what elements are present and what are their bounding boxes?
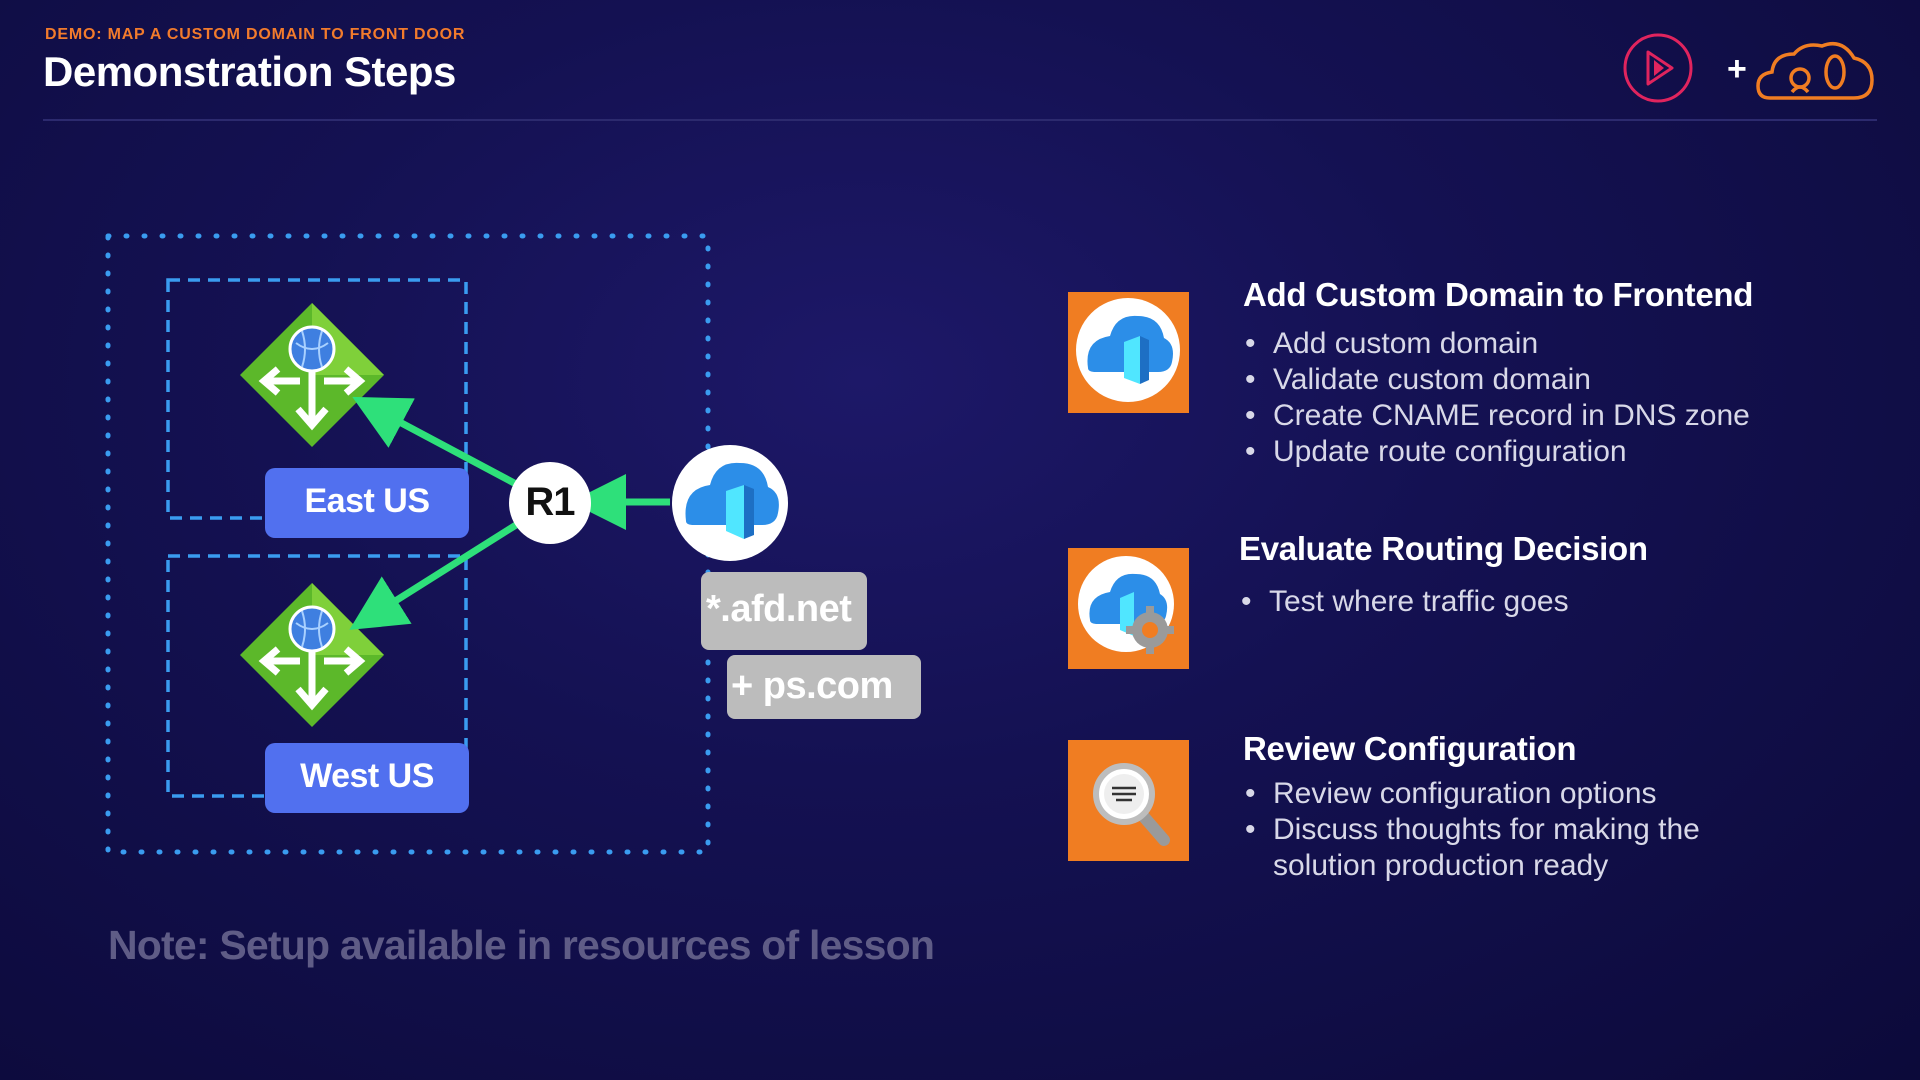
bullet-item: Create CNAME record in DNS zone: [1243, 398, 1750, 434]
step-bullets: Add custom domain Validate custom domain…: [1243, 326, 1750, 470]
east-us-label: East US: [304, 482, 431, 520]
bullet-item: Discuss thoughts for making the: [1243, 812, 1700, 848]
page-title: Demonstration Steps: [43, 48, 456, 95]
plus-sign: +: [1727, 50, 1747, 88]
setup-note: Note: Setup available in resources of le…: [108, 922, 935, 968]
step-title: Evaluate Routing Decision: [1239, 530, 1648, 567]
step-review-configuration: Review Configuration Review configuratio…: [1068, 730, 1868, 910]
west-us-label: West US: [300, 757, 434, 795]
bullet-item: Review configuration options: [1243, 776, 1700, 812]
router-label: R1: [525, 480, 575, 524]
front-door-settings-icon: [1068, 548, 1189, 669]
west-us-pill: [265, 743, 469, 813]
front-door-icon: [672, 445, 788, 561]
east-us-app-gateway-icon: [240, 303, 384, 447]
east-us-pill: [265, 468, 469, 538]
arrow-r1-to-west: [349, 522, 518, 630]
magnifier-icon: [1068, 740, 1189, 861]
bullet-item-continuation: solution production ready: [1273, 849, 1609, 882]
bullet-item: Validate custom domain: [1243, 362, 1750, 398]
step-title: Add Custom Domain to Frontend: [1243, 276, 1754, 313]
custom-domain-tag: [727, 655, 921, 719]
title-divider: [43, 119, 1877, 121]
bullet-item: Update route configuration: [1243, 434, 1750, 470]
afd-domain-label: *.afd.net: [706, 588, 852, 630]
router-node: [509, 462, 591, 544]
afd-domain-tag: [701, 572, 867, 650]
step-title: Review Configuration: [1243, 730, 1577, 767]
pluralsight-logo-icon: [1623, 33, 1693, 103]
west-us-app-gateway-icon: [240, 583, 384, 727]
arrow-r1-to-east: [352, 396, 518, 488]
demo-eyebrow: DEMO: MAP A CUSTOM DOMAIN TO FRONT DOOR: [45, 26, 466, 43]
step-bullets: Test where traffic goes: [1239, 584, 1569, 620]
bullet-item: Add custom domain: [1243, 326, 1750, 362]
front-door-icon: [1068, 292, 1189, 413]
bullet-item: Test where traffic goes: [1239, 584, 1569, 620]
cloud-logo-icon: [1756, 42, 1874, 100]
brand-logos: +: [1623, 33, 1874, 103]
step-add-custom-domain: Add Custom Domain to Frontend Add custom…: [1068, 276, 1868, 482]
step-evaluate-routing: Evaluate Routing Decision Test where tra…: [1068, 530, 1868, 678]
front-door-boundary: [105, 233, 711, 855]
custom-domain-label: + ps.com: [731, 665, 893, 707]
step-bullets: Review configuration options Discuss tho…: [1243, 776, 1700, 884]
architecture-diagram: [105, 233, 921, 855]
